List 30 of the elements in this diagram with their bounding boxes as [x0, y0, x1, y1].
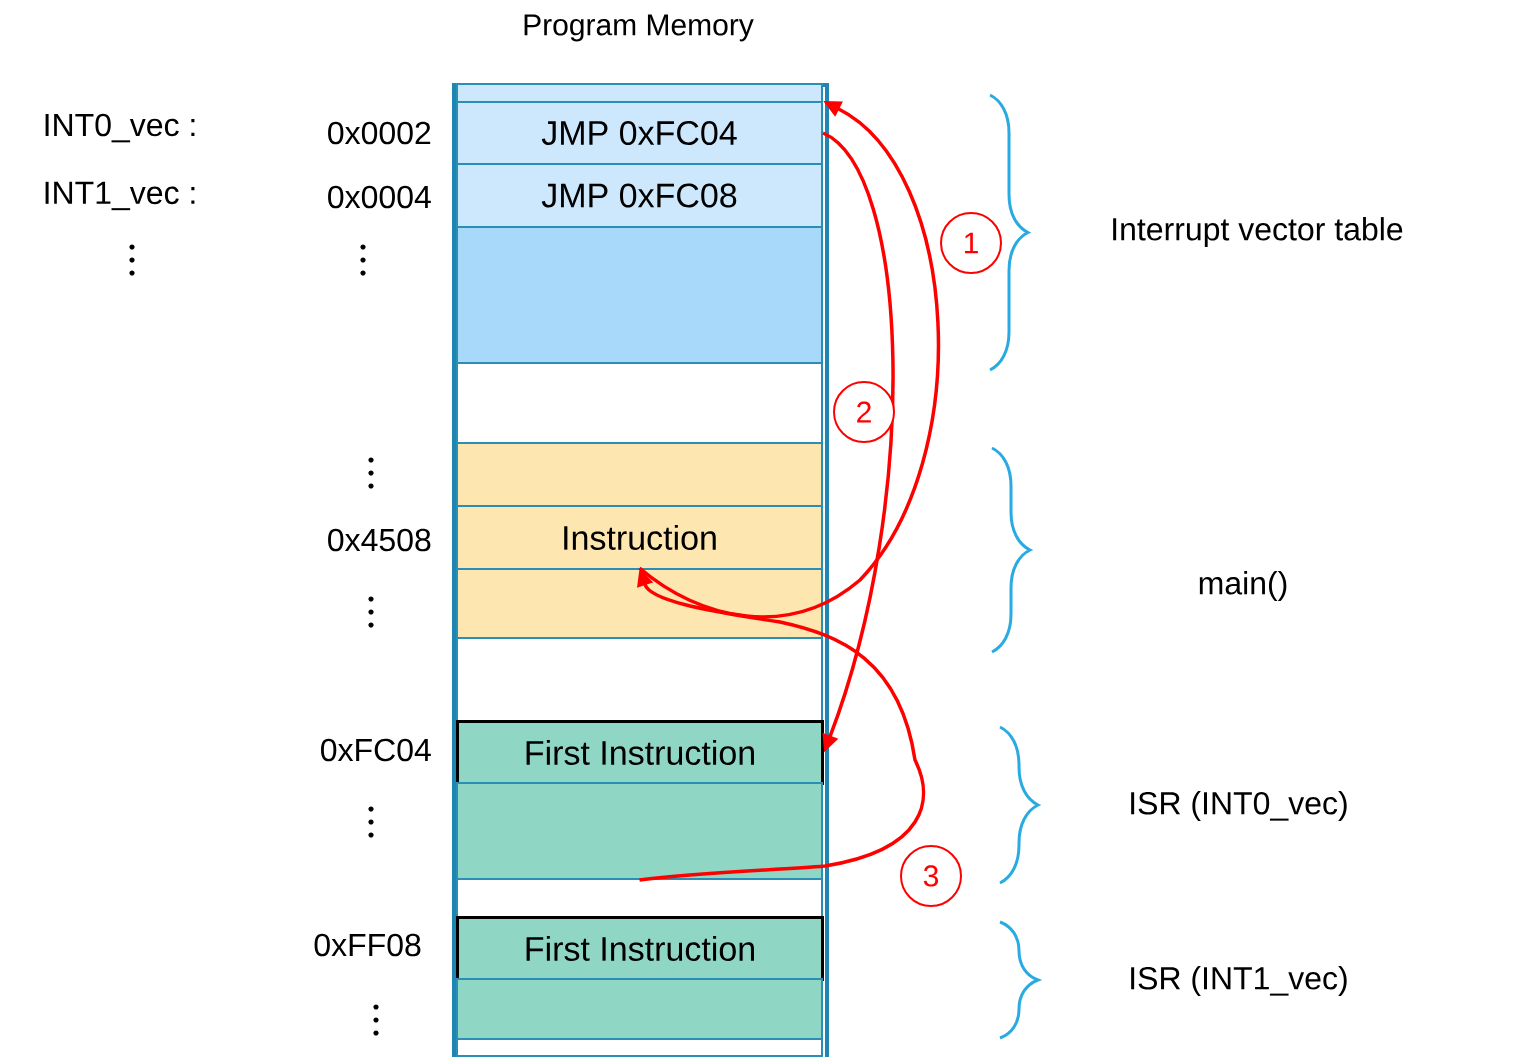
- address-label: 0x0004: [328, 185, 431, 209]
- memory-cell: [456, 442, 823, 507]
- memory-cell: [456, 1038, 823, 1057]
- memory-cell: [456, 978, 823, 1040]
- section-label: ISR (INT0_vec): [1131, 791, 1347, 821]
- memory-cell: [456, 568, 823, 639]
- section-label: ISR (INT1_vec): [1131, 966, 1347, 996]
- vector-label: INT1_vec :: [45, 181, 195, 211]
- memory-cell: JMP 0xFC08: [456, 163, 823, 228]
- memory-cell: [456, 878, 823, 918]
- edge-label: 3: [900, 845, 962, 907]
- edge-label: 2: [833, 381, 895, 443]
- memory-cell: [456, 637, 823, 722]
- memory-cell: [456, 782, 823, 880]
- memory-cell: First Instruction: [456, 720, 824, 785]
- arrow: [638, 101, 940, 619]
- address-label: 0xFF08: [314, 933, 421, 957]
- address-label: 0x0002: [328, 121, 431, 145]
- section-label: Interrupt vector table: [1113, 217, 1403, 247]
- memory-cell: [456, 226, 823, 364]
- address-label: 0xFC04: [321, 738, 431, 762]
- node-label: Program Memory: [524, 14, 754, 42]
- address-label: 0x4508: [328, 528, 431, 552]
- memory-cell: Instruction: [456, 505, 823, 570]
- vector-label: INT0_vec :: [45, 113, 195, 143]
- section-label: main(): [1199, 571, 1287, 601]
- memory-cell: [456, 83, 823, 103]
- memory-cell: First Instruction: [456, 916, 824, 981]
- memory-cell: [456, 362, 823, 444]
- edge-label: 1: [940, 212, 1002, 274]
